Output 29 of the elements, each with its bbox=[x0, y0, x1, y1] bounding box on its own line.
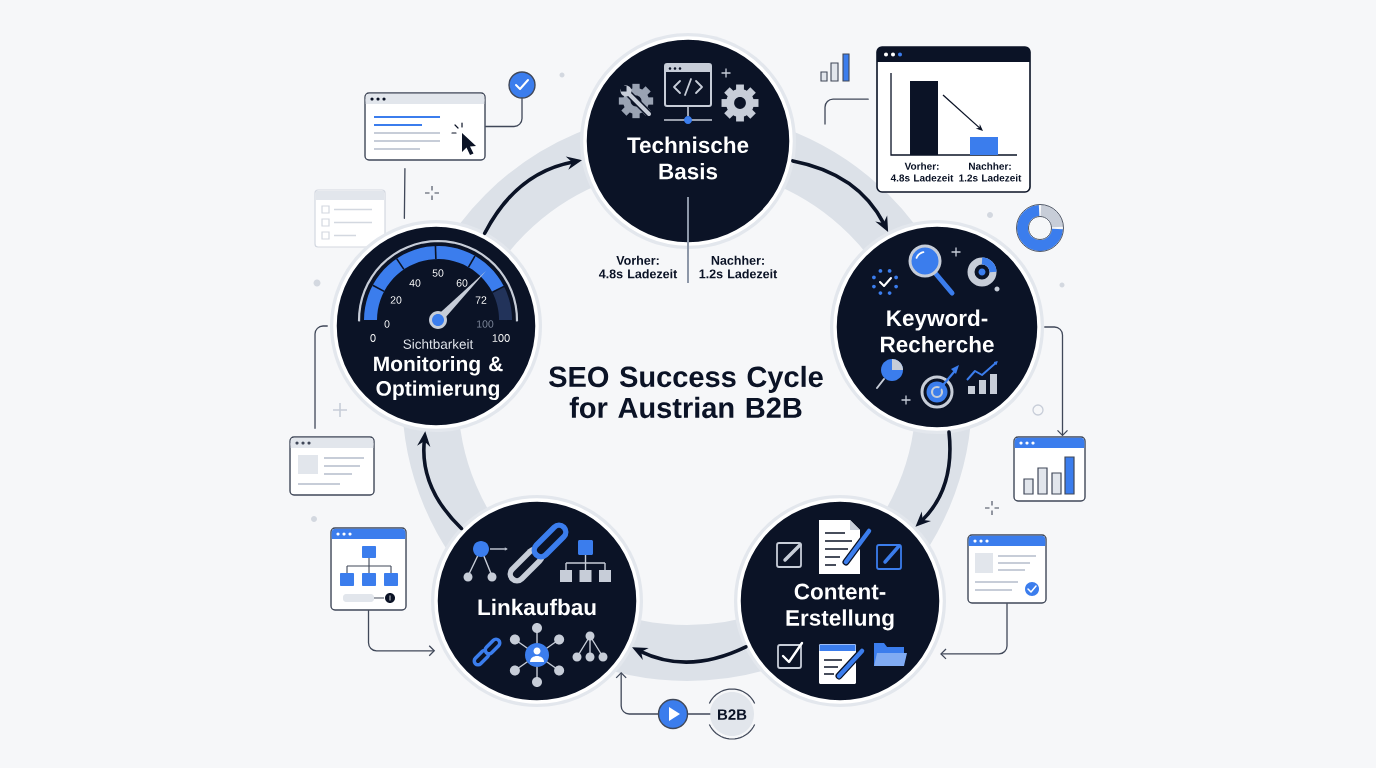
check-icon bbox=[508, 71, 536, 99]
timing-note: Nachher: 1.2s Ladezeit bbox=[699, 255, 778, 279]
diagram-title: SEO Success Cycle for Austrian B2B bbox=[549, 365, 823, 419]
connector-line bbox=[687, 713, 711, 715]
gauge-number: 100 bbox=[477, 320, 494, 328]
gauge-number: 0 bbox=[384, 320, 390, 328]
connector-arrow bbox=[367, 610, 436, 657]
gauge-number: 60 bbox=[456, 279, 468, 287]
b2b-badge: B2B bbox=[708, 688, 756, 740]
play-icon bbox=[657, 698, 689, 730]
gauge-number: 20 bbox=[390, 296, 402, 304]
gauge-number: 100 bbox=[492, 334, 510, 342]
timing-note: Vorher: 4.8s Ladezeit bbox=[598, 255, 678, 279]
org-chart-window bbox=[330, 527, 407, 611]
connector-line bbox=[824, 98, 869, 125]
connector-line bbox=[485, 98, 523, 128]
gauge-number: 72 bbox=[475, 296, 487, 304]
document-window bbox=[967, 534, 1047, 604]
connector-arrow bbox=[615, 671, 659, 715]
connector-line bbox=[403, 168, 406, 219]
gauge-number: 50 bbox=[432, 269, 444, 277]
gauge-number: 0 bbox=[370, 334, 376, 342]
gauge-number: 40 bbox=[409, 279, 421, 287]
connector-arrow bbox=[1044, 326, 1069, 437]
browser-window bbox=[364, 92, 486, 161]
connector-arrow bbox=[940, 603, 1008, 660]
gauge-caption: Sichtbarkeit bbox=[403, 339, 474, 349]
browser-window bbox=[289, 436, 375, 496]
chart-window bbox=[1013, 436, 1086, 502]
